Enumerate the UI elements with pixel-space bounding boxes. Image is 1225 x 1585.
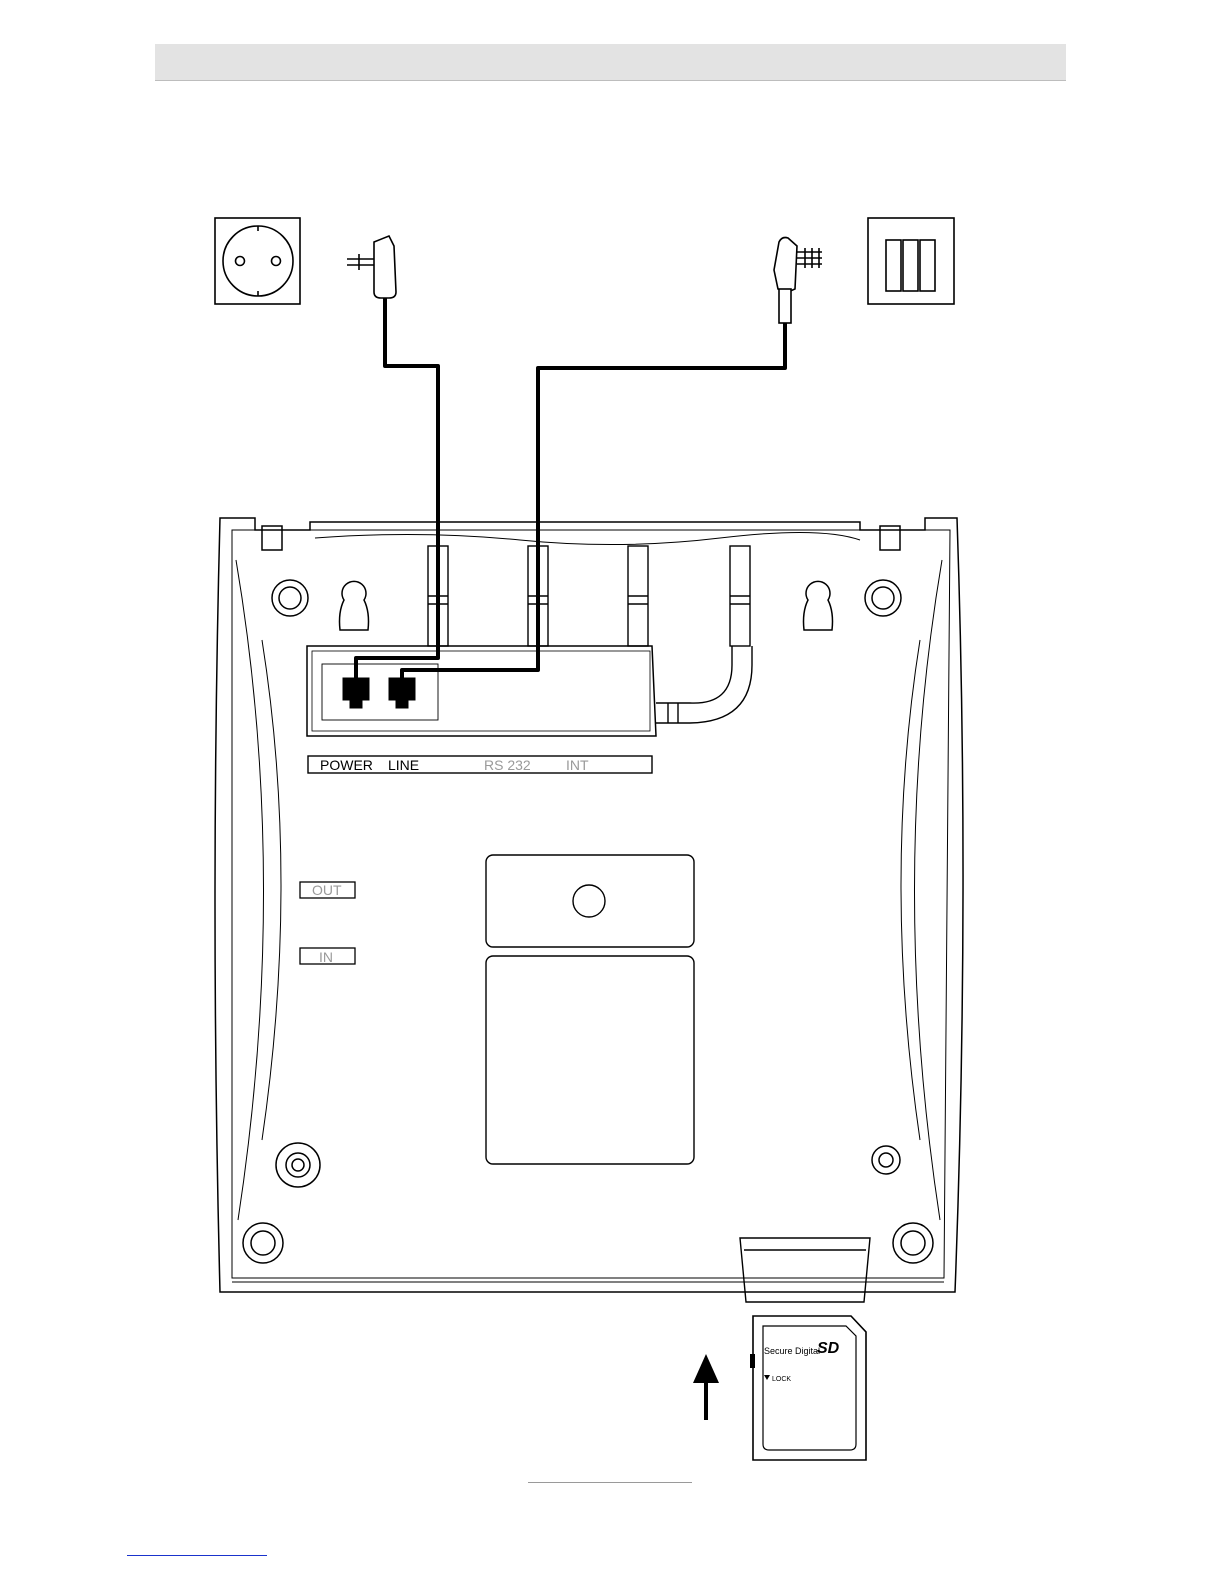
battery-compartment — [486, 855, 694, 1164]
int-cable-channel — [656, 646, 752, 723]
wall-phone-socket-icon — [868, 218, 954, 304]
sd-brand: Secure Digital — [764, 1346, 820, 1356]
base-station-body — [215, 518, 963, 1292]
footer-link-underline — [127, 1555, 267, 1556]
label-int: INT — [566, 757, 589, 773]
label-power: POWER — [320, 757, 373, 773]
power-adapter-plug-icon — [347, 236, 396, 298]
footer-rule — [528, 1482, 692, 1483]
sd-lock: LOCK — [772, 1376, 791, 1383]
line-cable — [402, 323, 785, 678]
sd-card: Secure Digital SD LOCK — [750, 1316, 866, 1460]
label-rs232: RS 232 — [484, 757, 531, 773]
insert-arrow-icon — [693, 1354, 719, 1420]
rj-jacks — [343, 678, 415, 708]
label-line: LINE — [388, 757, 419, 773]
label-out: OUT — [312, 882, 342, 898]
sd-logo: SD — [817, 1340, 840, 1357]
label-in: IN — [319, 949, 333, 965]
phone-line-plug-icon — [774, 238, 822, 324]
wall-mount-keyholes — [340, 581, 833, 630]
cables — [356, 298, 785, 678]
cable-guides — [428, 546, 750, 646]
wall-power-socket-icon — [215, 218, 300, 304]
